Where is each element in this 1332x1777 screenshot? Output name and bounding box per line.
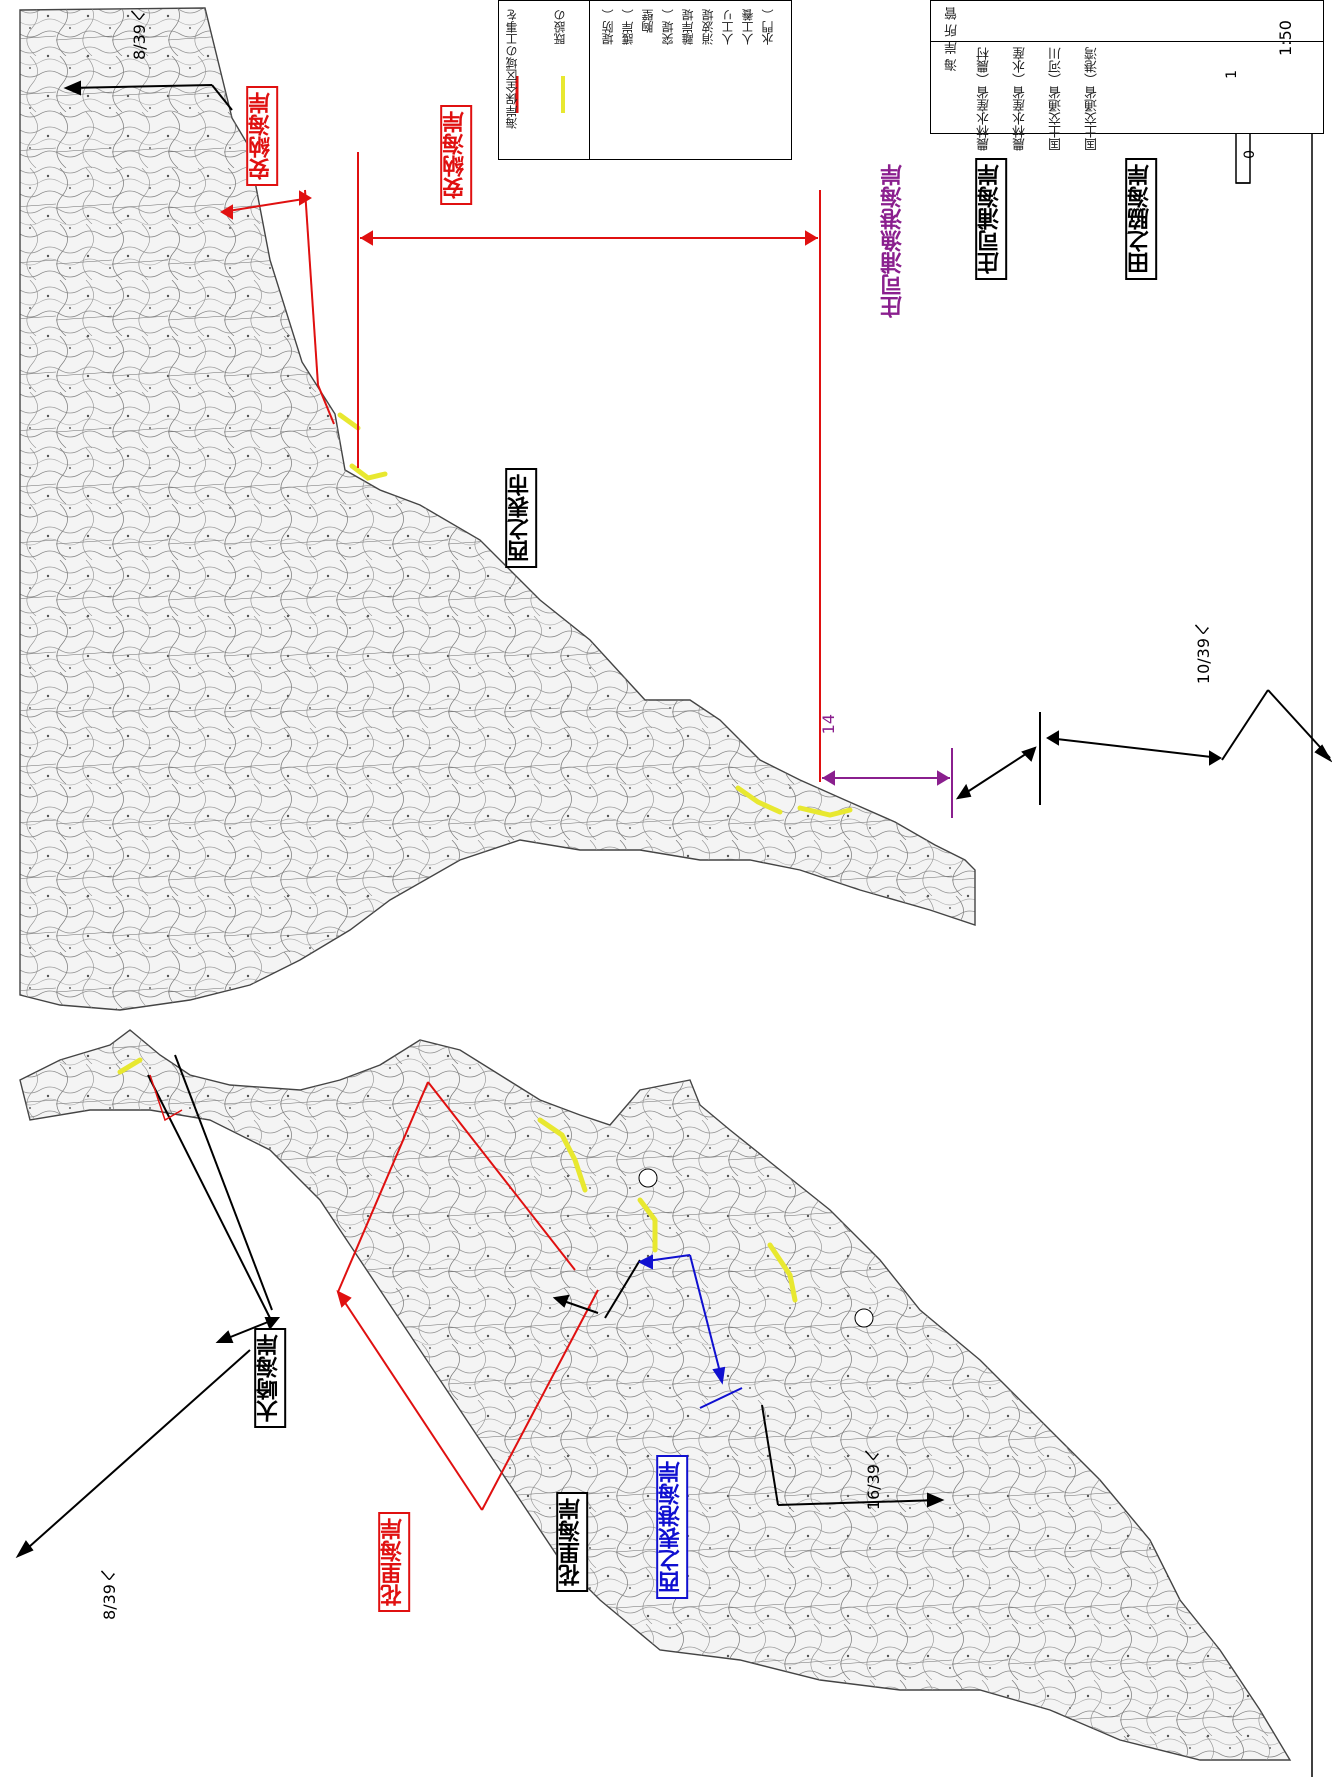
label-shoji-fishing-port-coast: 庄司浦漁港海岸 (881, 164, 906, 318)
manager-row: 農林水産省（農村 (977, 47, 992, 151)
legend-symbol-item: 水門（ (761, 9, 775, 45)
osaki-coast-markers (15, 1054, 281, 1559)
legend-symbol-item: 堤防（ (601, 9, 615, 45)
manager-row: 農林水産省（水産 (1013, 47, 1028, 151)
top-left-ref-arrow (63, 80, 233, 111)
scale-tick-1: 1 (1224, 70, 1240, 79)
label-anno-coast-2: 安納海岸 (440, 105, 473, 205)
label-tanowaki-coast: 田之脇海岸 (1125, 158, 1158, 280)
legend-line-item: 既設の (553, 9, 567, 45)
scale-ratio: 1:50 (1276, 20, 1295, 56)
existing-facility-lines (117, 412, 853, 1303)
land-lower (19, 1029, 1292, 1761)
legend-symbol-item: 消波堤 (701, 9, 715, 45)
manager-table: 海 岸 所 管 農林水産省（農村 農林水産省（水産 国土交通省（河川 国土交通省… (930, 0, 1324, 151)
hanazato-black-markers (552, 1259, 641, 1319)
legend-symbol-item: 突堤（ (661, 9, 675, 45)
legend-symbol-item: 離岸堤 (681, 9, 695, 45)
legend-line-item: 海岸保全区域の工事を (505, 9, 519, 129)
scale-tick-0: 0 (1242, 150, 1258, 159)
section-number: 14 (819, 714, 838, 735)
legend-box: 海岸保全区域の工事を 既設の 堤防（ 護岸（ 胸壁 突堤（ 離岸堤 消波堤 人工… (498, 0, 792, 160)
page-ref-right[interactable]: 10/39へ (1194, 622, 1213, 685)
shoji-coast-markers (955, 712, 1222, 805)
legend-symbol-item: 護岸（ (621, 9, 635, 45)
tanowaki-ref-arrow (1221, 689, 1332, 763)
legend-symbol-item: 人工養 (741, 9, 755, 45)
label-city: 西之表市 (505, 468, 538, 568)
nishinoomote-port-markers (637, 1254, 743, 1409)
manager-header: 海 岸 所 管 (945, 7, 960, 72)
hanazato-red-markers (336, 1081, 599, 1511)
page-ref-bottom-left[interactable]: 8/39へ (100, 1568, 119, 1620)
road-numbers (638, 1168, 874, 1328)
shoji-fishing-port-markers (822, 748, 953, 818)
bottom-mid-ref-arrow (761, 1404, 945, 1508)
anno-coast-lower-markers (360, 190, 821, 782)
label-anno-coast-1: 安納海岸 (246, 86, 279, 186)
manager-row: 国土交通省（河川 (1049, 47, 1064, 151)
page-ref-top-left[interactable]: 8/39へ (130, 8, 149, 60)
osaki-small-red-mark (149, 1074, 183, 1122)
label-shoji-coast: 庄司浦海岸 (975, 158, 1008, 280)
page-ref-bottom-mid[interactable]: 16/39へ (864, 1448, 883, 1511)
label-hanazato-coast-black: 花里海岸 (556, 1492, 589, 1592)
legend-symbol-item: 人工リ (721, 9, 735, 45)
anno-coast-upper-markers (220, 152, 359, 468)
legend-swatches (515, 76, 565, 113)
legend-symbol-item: 胸壁 (641, 9, 655, 33)
land-upper (19, 7, 976, 1011)
label-hanazato-coast-red: 花里海岸 (378, 1512, 411, 1612)
label-osaki-coast: 大崎海岸 (254, 1328, 287, 1428)
label-nishinoomote-port-coast: 西之表港海岸 (656, 1455, 689, 1599)
manager-row: 国土交通省（港湾 (1085, 47, 1100, 151)
